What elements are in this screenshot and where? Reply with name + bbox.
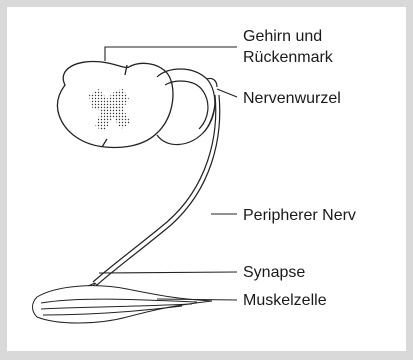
spinal-cord-section bbox=[57, 61, 173, 147]
label-nerve-root: Nervenwurzel bbox=[243, 88, 341, 109]
leader-brain bbox=[105, 47, 237, 61]
label-muscle-cell: Muskelzelle bbox=[243, 290, 327, 311]
nerve-diagram-drawing bbox=[7, 7, 406, 351]
muscle-cell bbox=[33, 286, 213, 323]
diagram-panel: Gehirn und Rückenmark Nervenwurzel Perip… bbox=[7, 7, 406, 351]
label-peripheral-nerve: Peripherer Nerv bbox=[243, 205, 356, 226]
leader-nerve-root bbox=[217, 89, 237, 97]
label-synapse: Synapse bbox=[243, 262, 305, 283]
leader-synapse bbox=[99, 272, 237, 273]
label-brain: Gehirn und Rückenmark bbox=[243, 26, 333, 68]
